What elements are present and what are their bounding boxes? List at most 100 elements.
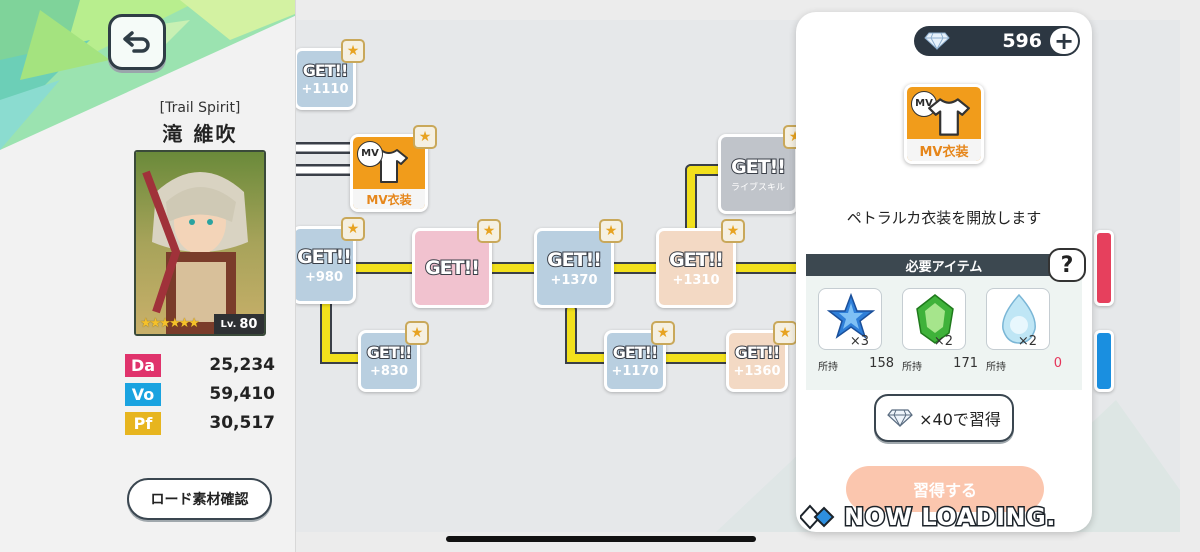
corner-decoration <box>0 0 295 150</box>
node-bonus: +830 <box>369 364 409 379</box>
unlock-detail-panel: 596 + MV MV衣装 ペトラルカ衣装を開放します 必要アイテム ? ×3 … <box>796 12 1092 532</box>
item-quantity: ×2 <box>933 334 953 349</box>
node-get-label: GET!! <box>296 245 353 269</box>
road-node-edge-blue[interactable] <box>1094 330 1114 392</box>
required-item-2[interactable]: ×2 所持 171 <box>902 288 986 373</box>
owned-label: 所持 <box>818 362 838 373</box>
add-gems-button[interactable]: + <box>1050 28 1078 54</box>
music-note-icon: MV <box>357 141 383 167</box>
node-get-label: GET!! <box>730 155 787 179</box>
reward-icon: MV MV衣装 <box>904 84 984 164</box>
road-node-edge-red[interactable] <box>1094 230 1114 306</box>
back-arrow-icon <box>123 31 150 53</box>
node-get-label: GET!! <box>366 342 414 363</box>
star-icon: ★ <box>651 321 675 345</box>
home-indicator[interactable] <box>446 536 756 542</box>
node-bonus: +1310 <box>672 272 720 288</box>
stat-da: Da 25,234 <box>125 354 275 378</box>
node-get-label: GET!! <box>734 342 782 363</box>
stat-da-tag: Da <box>125 354 161 377</box>
node-get-label: GET!! <box>668 248 725 272</box>
road-node-5[interactable]: GET!! +1310 ★ <box>656 219 745 308</box>
star-icon: ★ <box>599 219 623 243</box>
road-node-8[interactable]: GET!! +1360 ★ <box>726 321 797 392</box>
node-get-label: GET!! <box>302 60 350 81</box>
character-name: 滝 維吹 <box>162 122 238 146</box>
node-bonus: +1110 <box>301 82 349 97</box>
item-owned: 所持 0 <box>986 356 1062 373</box>
back-button[interactable] <box>108 14 166 70</box>
item-tile: ×3 <box>818 288 882 350</box>
stat-vo-value: 59,410 <box>209 384 275 404</box>
level-badge: Lv. 80 <box>214 314 264 334</box>
level-prefix: Lv. <box>220 318 237 330</box>
character-subtitle: [Trail Spirit] <box>159 100 241 116</box>
card-art <box>136 152 264 334</box>
road-node-2[interactable]: GET!! +980 ★ <box>296 217 365 304</box>
road-node-3[interactable]: GET!! ★ <box>412 219 501 308</box>
diamond-icon <box>924 32 950 50</box>
item-quantity: ×3 <box>849 334 869 349</box>
node-get-label: GET!! <box>424 256 481 280</box>
character-card[interactable]: ★★★★★★ Lv. 80 <box>134 150 266 336</box>
node-get-label: GET!! <box>612 342 660 363</box>
item-tile: ×2 <box>902 288 966 350</box>
stat-vo: Vo 59,410 <box>125 383 275 407</box>
gem-count: 596 <box>1002 30 1042 52</box>
rarity-stars: ★★★★★★ <box>140 316 200 331</box>
stat-da-value: 25,234 <box>209 355 275 375</box>
learn-with-gems-button[interactable]: ×40で習得 <box>874 394 1014 442</box>
item-owned: 所持 158 <box>818 356 894 373</box>
unlock-description: ペトラルカ衣装を開放します <box>846 209 1042 227</box>
road-node-6[interactable]: GET!! +830 ★ <box>358 321 429 392</box>
star-icon: ★ <box>341 39 365 63</box>
road-node-mv-costume[interactable]: MV MV衣装 ★ <box>350 125 437 212</box>
required-items: 必要アイテム ? ×3 所持 158 ×2 <box>806 248 1086 390</box>
reward-label: MV衣装 <box>907 139 981 161</box>
owned-label: 所持 <box>986 362 1006 373</box>
blue-star-gem-icon <box>826 292 876 339</box>
item-tile: ×2 <box>986 288 1050 350</box>
star-icon: ★ <box>341 217 365 241</box>
owned-count: 158 <box>869 356 894 371</box>
node-skill-text: ライブスキル <box>730 182 785 193</box>
road-node-4[interactable]: GET!! +1370 ★ <box>534 219 623 308</box>
required-item-3[interactable]: ×2 所持 0 <box>986 288 1070 373</box>
light-blue-gem-icon <box>1002 293 1036 344</box>
star-icon: ★ <box>721 219 745 243</box>
node-bonus: +1360 <box>733 364 781 379</box>
help-button[interactable]: ? <box>1048 248 1086 282</box>
required-item-1[interactable]: ×3 所持 158 <box>818 288 902 373</box>
node-bonus: +1170 <box>611 364 659 379</box>
owned-count: 171 <box>953 356 978 371</box>
road-node-1[interactable]: GET!! +1110 ★ <box>296 39 365 110</box>
owned-label: 所持 <box>902 362 922 373</box>
road-materials-button[interactable]: ロード素材確認 <box>127 478 272 520</box>
green-gem-icon <box>916 294 954 344</box>
item-owned: 所持 171 <box>902 356 978 373</box>
loading-diamond-icon <box>800 504 835 530</box>
loading-indicator: NOW LOADING. <box>800 500 1057 534</box>
character-panel: [Trail Spirit] 滝 維吹 ★★★★★★ Lv. 80 <box>0 0 296 552</box>
stat-pf: Pf 30,517 <box>125 412 275 436</box>
level-value: 80 <box>239 316 258 332</box>
star-icon: ★ <box>477 219 501 243</box>
diamond-icon <box>887 409 913 427</box>
loading-text: NOW LOADING. <box>843 502 1057 533</box>
mv-costume-label: MV衣装 <box>353 189 425 209</box>
node-bonus: +1370 <box>550 272 598 288</box>
stat-pf-value: 30,517 <box>209 413 275 433</box>
star-icon: ★ <box>413 125 437 149</box>
item-quantity: ×2 <box>1017 334 1037 349</box>
stat-vo-tag: Vo <box>125 383 161 406</box>
node-bonus: +980 <box>304 269 344 285</box>
owned-count: 0 <box>1053 356 1062 371</box>
learn-button[interactable]: 習得する <box>846 466 1044 512</box>
road-node-7[interactable]: GET!! +1170 ★ <box>604 321 675 392</box>
star-icon: ★ <box>405 321 429 345</box>
road-node-live-skill[interactable]: GET!! ライブスキル ★ <box>718 125 807 214</box>
stat-pf-tag: Pf <box>125 412 161 435</box>
node-get-label: GET!! <box>546 248 603 272</box>
star-icon: ★ <box>773 321 797 345</box>
shirt-icon <box>928 98 970 136</box>
